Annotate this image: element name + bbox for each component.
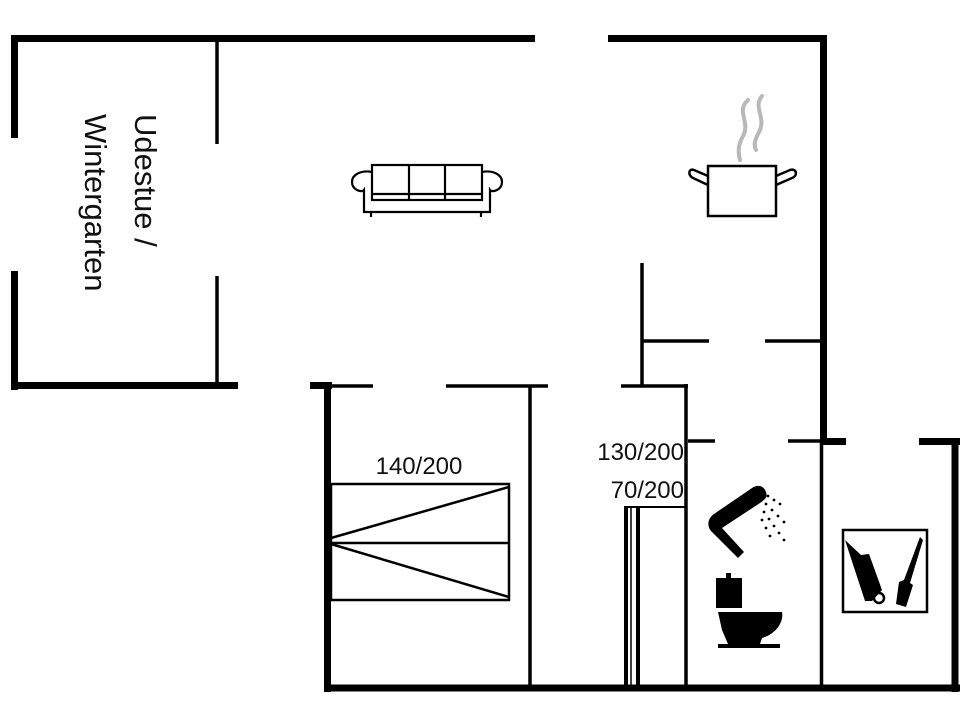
double-bed-icon xyxy=(329,482,511,602)
sofa-icon xyxy=(350,163,504,217)
room-label-line1: Udestue / xyxy=(128,114,163,247)
shower-icon xyxy=(708,485,786,558)
cooking-pot-icon xyxy=(688,94,798,218)
interior-walls xyxy=(215,38,824,688)
outer-walls xyxy=(11,35,960,692)
bed-size-label-140: 140/200 xyxy=(376,453,463,480)
water-drops xyxy=(760,494,786,542)
bed-size-label-130: 130/200 xyxy=(597,439,684,466)
toilet-icon xyxy=(716,573,783,648)
laundry-utility-icon xyxy=(841,528,929,614)
room-label-line2: Wintergarten xyxy=(78,114,113,291)
conservatory-label: Udestue / Wintergarten xyxy=(78,114,163,291)
bunk-bed-icon xyxy=(624,506,686,688)
bed-size-label-70: 70/200 xyxy=(611,477,684,504)
